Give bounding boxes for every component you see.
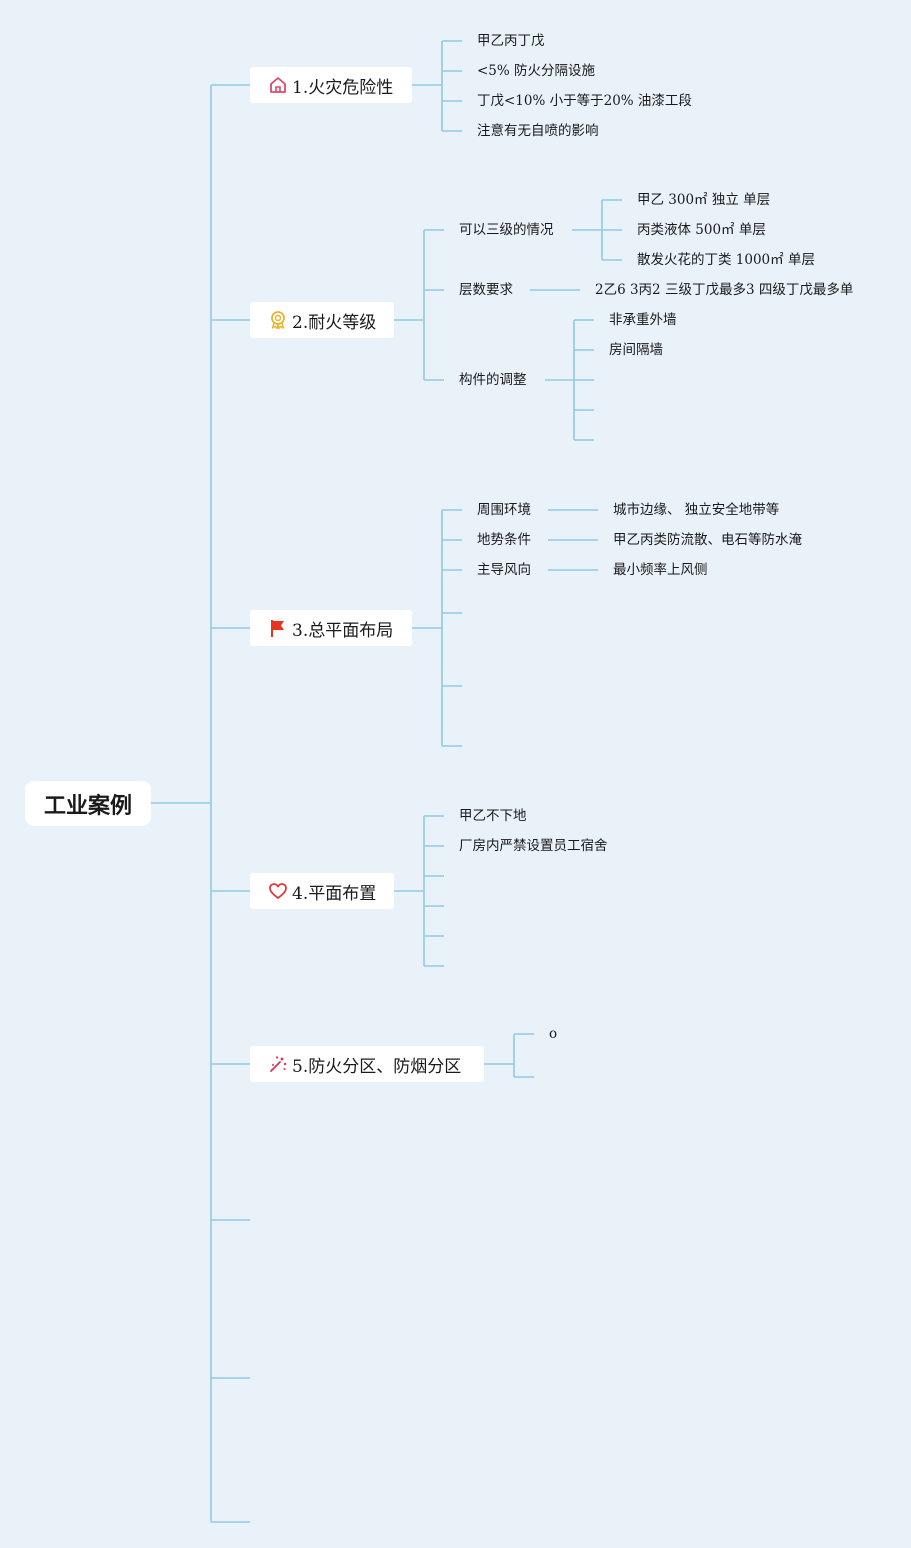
topic-floor-plan[interactable]: 4.平面布置 bbox=[250, 873, 394, 909]
leaf-node[interactable]: 2乙6 3丙2 三级丁戊最多3 四级丁戊最多单 bbox=[595, 282, 854, 298]
leaf-node[interactable]: 房间隔墙 bbox=[609, 342, 663, 358]
award-medal-icon bbox=[268, 310, 288, 330]
leaf-node[interactable]: 最小频率上风侧 bbox=[613, 562, 708, 578]
house-icon bbox=[268, 75, 288, 95]
topic-fire-resistance[interactable]: 2.耐火等级 bbox=[250, 302, 394, 338]
connector-t4-bracket bbox=[394, 815, 444, 967]
leaf-node[interactable]: 丙类液体 500㎡ 单层 bbox=[637, 222, 766, 238]
subtopic-node[interactable]: 主导风向 bbox=[477, 562, 531, 578]
connector-t2a bbox=[572, 199, 622, 261]
sparkle-icon bbox=[268, 1054, 288, 1074]
root-node[interactable]: 工业案例 bbox=[25, 781, 151, 826]
leaf-node[interactable]: 非承重外墙 bbox=[609, 312, 677, 328]
leaf-node[interactable]: 甲乙 300㎡ 独立 单层 bbox=[637, 192, 771, 208]
connector-t1-bracket bbox=[412, 40, 462, 132]
leaf-node[interactable]: <5% 防火分隔设施 bbox=[477, 63, 596, 79]
leaf-node[interactable]: 散发火花的丁类 1000㎡ 单层 bbox=[637, 252, 815, 268]
topic-label: 5.防火分区、防烟分区 bbox=[292, 1056, 462, 1077]
leaf-node[interactable]: 甲乙丙类防流散、电石等防水淹 bbox=[613, 532, 802, 548]
subtopic-node[interactable]: 构件的调整 bbox=[459, 372, 527, 388]
topic-label: 4.平面布置 bbox=[292, 883, 377, 904]
subtopic-node[interactable]: 层数要求 bbox=[459, 282, 513, 298]
topic-label: 2.耐火等级 bbox=[292, 312, 377, 333]
subtopic-node[interactable]: 地势条件 bbox=[477, 532, 531, 548]
leaf-node[interactable]: 城市边缘、 独立安全地带等 bbox=[613, 502, 780, 518]
topic-label: 1.火灾危险性 bbox=[292, 77, 394, 98]
connector-t3-bracket bbox=[412, 509, 462, 747]
topic-fire-hazard[interactable]: 1.火灾危险性 bbox=[250, 67, 412, 103]
connector-t2c bbox=[545, 319, 594, 441]
topic-fire-smoke-compartments[interactable]: 5.防火分区、防烟分区 bbox=[250, 1046, 484, 1082]
subtopic-node[interactable]: 周围环境 bbox=[477, 502, 531, 518]
topic-site-layout[interactable]: 3.总平面布局 bbox=[250, 610, 412, 646]
heart-icon bbox=[268, 881, 288, 901]
leaf-node[interactable]: o bbox=[549, 1026, 558, 1042]
subtopic-node[interactable]: 可以三级的情况 bbox=[459, 222, 554, 238]
leaf-node[interactable]: 注意有无自喷的影响 bbox=[477, 123, 599, 139]
leaf-node[interactable]: 甲乙丙丁戊 bbox=[477, 33, 545, 49]
leaf-node[interactable]: 丁戊<10% 小于等于20% 油漆工段 bbox=[477, 93, 692, 109]
red-flag-icon bbox=[268, 618, 288, 638]
connector-t2-bracket bbox=[394, 229, 444, 381]
leaf-node[interactable]: 甲乙不下地 bbox=[459, 808, 527, 824]
connector-t5-bracket bbox=[484, 1033, 534, 1078]
leaf-node[interactable]: 厂房内严禁设置员工宿舍 bbox=[459, 838, 608, 854]
topic-label: 3.总平面布局 bbox=[292, 620, 394, 641]
